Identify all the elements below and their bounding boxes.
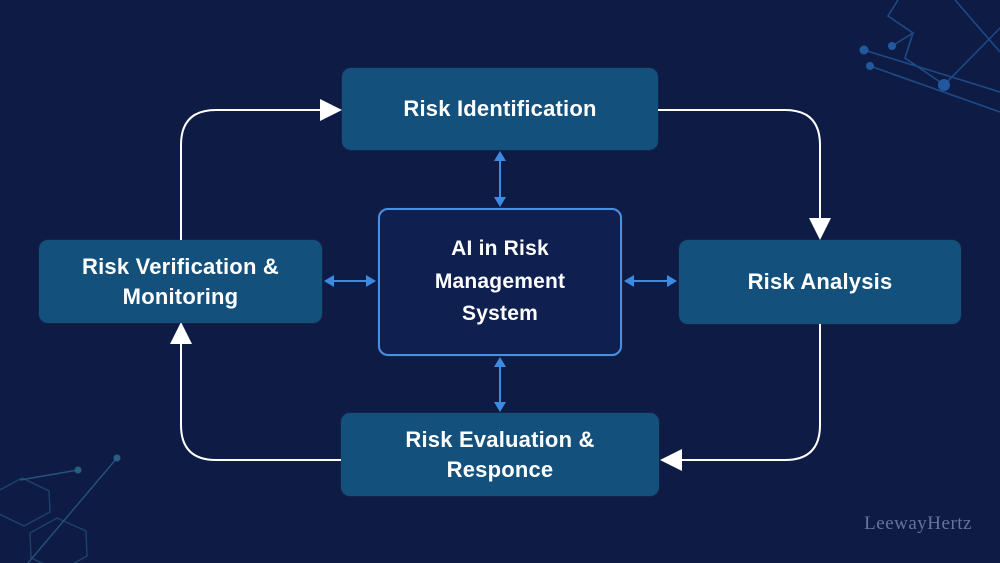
bidirectional-arrow-center-right (624, 275, 677, 287)
hexagon-decoration-bottom-left (0, 454, 121, 563)
bidirectional-arrow-center-left (324, 275, 376, 287)
cycle-arrow-evaluation-to-verification (170, 322, 341, 461)
node-ai-risk-management-system: AI in Risk Management System (378, 208, 622, 356)
cycle-arrow-identification-to-analysis (658, 109, 831, 240)
arrowhead-left-icon (660, 449, 682, 471)
center-node-label: AI in Risk Management System (434, 237, 566, 326)
node-risk-analysis: Risk Analysis (679, 240, 961, 324)
node-risk-verification-monitoring: Risk Verification & Monitoring (39, 240, 322, 323)
node-label: Risk Analysis (747, 269, 893, 295)
arrowhead-up-icon (170, 322, 192, 344)
node-risk-identification: Risk Identification (342, 68, 658, 150)
arrowhead-right-icon (320, 99, 342, 121)
node-label: Risk Evaluation & Responce (405, 426, 595, 482)
cycle-arrow-analysis-to-evaluation (660, 324, 821, 471)
circuit-decoration-top-right (859, 0, 1000, 113)
node-label: Risk Verification & Monitoring (82, 253, 279, 309)
leewayhertz-watermark: LeewayHertz (864, 513, 972, 534)
bidirectional-arrow-center-top (494, 151, 506, 207)
node-risk-evaluation-response: Risk Evaluation & Responce (341, 413, 659, 496)
bidirectional-arrow-center-bottom (494, 357, 506, 412)
node-label: Risk Identification (403, 96, 597, 122)
cycle-arrow-verification-to-identification (180, 99, 342, 240)
arrowhead-down-icon (809, 218, 831, 240)
